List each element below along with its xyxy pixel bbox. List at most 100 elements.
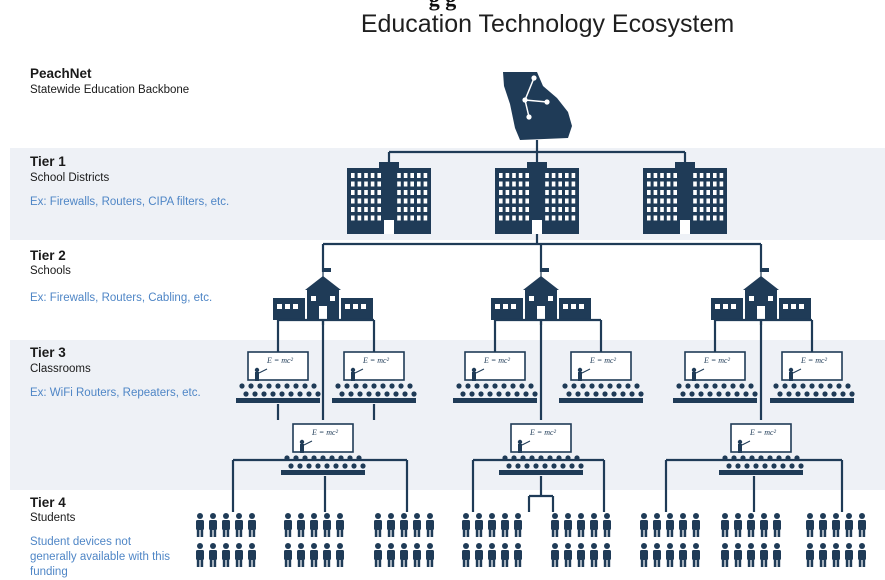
student-icon bbox=[666, 513, 674, 537]
student-icon bbox=[387, 513, 395, 537]
student-icon bbox=[323, 513, 331, 537]
svg-text:E = mc²: E = mc² bbox=[362, 356, 390, 365]
student-icon bbox=[721, 513, 729, 537]
tier2-example: Ex: Firewalls, Routers, Cabling, etc. bbox=[30, 292, 213, 304]
student-icon bbox=[196, 543, 204, 567]
student-icon bbox=[501, 513, 509, 537]
georgia-state-icon bbox=[503, 72, 572, 140]
student-icon bbox=[310, 513, 318, 537]
student-icon bbox=[336, 543, 344, 567]
student-icon bbox=[666, 543, 674, 567]
student-icon bbox=[488, 543, 496, 567]
tier4-example: Student devices not generally available … bbox=[30, 536, 170, 578]
student-icon bbox=[721, 543, 729, 567]
student-icon bbox=[845, 543, 853, 567]
student-icon bbox=[819, 543, 827, 567]
classroom-icon: E = mc² bbox=[719, 423, 804, 475]
student-icon bbox=[747, 513, 755, 537]
student-icon bbox=[248, 543, 256, 567]
svg-text:E = mc²: E = mc² bbox=[800, 356, 828, 365]
school-icon bbox=[711, 268, 811, 320]
student-icon bbox=[564, 513, 572, 537]
district-building-icon bbox=[643, 162, 727, 234]
student-icon bbox=[284, 543, 292, 567]
student-icon bbox=[734, 543, 742, 567]
student-icon bbox=[747, 543, 755, 567]
student-icon bbox=[297, 543, 305, 567]
student-icon bbox=[760, 543, 768, 567]
student-icon bbox=[323, 543, 331, 567]
tier4-name: Tier 4 bbox=[30, 495, 66, 510]
student-icon bbox=[692, 543, 700, 567]
student-icon bbox=[653, 513, 661, 537]
student-icon bbox=[564, 543, 572, 567]
svg-text:E = mc²: E = mc² bbox=[311, 428, 339, 437]
svg-text:E = mc²: E = mc² bbox=[589, 356, 617, 365]
svg-text:E = mc²: E = mc² bbox=[749, 428, 777, 437]
student-icon bbox=[551, 543, 559, 567]
tier2-subtitle: Schools bbox=[30, 265, 71, 277]
student-icon bbox=[235, 543, 243, 567]
student-icon bbox=[475, 543, 483, 567]
svg-text:E = mc²: E = mc² bbox=[266, 356, 294, 365]
diagram-title: Education Technology Ecosystem bbox=[360, 10, 735, 38]
student-icon bbox=[400, 513, 408, 537]
student-icon bbox=[514, 513, 522, 537]
student-icon bbox=[773, 513, 781, 537]
tier1-band bbox=[10, 148, 885, 240]
student-icon bbox=[640, 513, 648, 537]
student-icon bbox=[426, 543, 434, 567]
backbone-name: PeachNet bbox=[30, 66, 92, 81]
student-icon bbox=[845, 513, 853, 537]
student-icon bbox=[653, 543, 661, 567]
student-icon bbox=[310, 543, 318, 567]
student-icon bbox=[248, 513, 256, 537]
student-icon bbox=[501, 543, 509, 567]
cropped-top-title: g g bbox=[0, 0, 885, 12]
classroom-icon: E = mc² bbox=[453, 351, 538, 403]
student-icon bbox=[387, 543, 395, 567]
student-icon bbox=[235, 513, 243, 537]
student-icon bbox=[374, 513, 382, 537]
student-icon bbox=[858, 543, 866, 567]
student-icon bbox=[475, 513, 483, 537]
student-icon bbox=[374, 543, 382, 567]
student-icon bbox=[577, 543, 585, 567]
student-icon bbox=[679, 543, 687, 567]
student-icon bbox=[577, 513, 585, 537]
student-icon bbox=[603, 543, 611, 567]
student-icon bbox=[640, 543, 648, 567]
school-icon bbox=[273, 268, 373, 320]
classroom-icon: E = mc² bbox=[559, 351, 644, 403]
student-icon bbox=[819, 513, 827, 537]
tier1-example: Ex: Firewalls, Routers, CIPA filters, et… bbox=[30, 196, 230, 208]
tier1-subtitle: School Districts bbox=[30, 172, 110, 184]
student-icon bbox=[679, 513, 687, 537]
student-icon bbox=[832, 513, 840, 537]
tier4-subtitle: Students bbox=[30, 512, 76, 524]
student-icon bbox=[462, 543, 470, 567]
classroom-icon: E = mc² bbox=[499, 423, 584, 475]
svg-text:E = mc²: E = mc² bbox=[529, 428, 557, 437]
tier3-example: Ex: WiFi Routers, Repeaters, etc. bbox=[30, 387, 201, 399]
tier3-name: Tier 3 bbox=[30, 345, 66, 360]
student-icon bbox=[209, 543, 217, 567]
svg-text:E = mc²: E = mc² bbox=[483, 356, 511, 365]
tier2-name: Tier 2 bbox=[30, 248, 66, 263]
student-icon bbox=[734, 513, 742, 537]
svg-text:E = mc²: E = mc² bbox=[703, 356, 731, 365]
classroom-icon: E = mc² bbox=[236, 351, 321, 403]
student-icon bbox=[551, 513, 559, 537]
backbone-subtitle: Statewide Education Backbone bbox=[30, 84, 190, 96]
student-icon bbox=[514, 543, 522, 567]
student-icon bbox=[832, 543, 840, 567]
student-icon bbox=[413, 513, 421, 537]
student-icon bbox=[413, 543, 421, 567]
student-icon bbox=[590, 543, 598, 567]
student-icon bbox=[806, 513, 814, 537]
student-icon bbox=[336, 513, 344, 537]
district-building-icon bbox=[495, 162, 579, 234]
student-icon bbox=[297, 513, 305, 537]
student-icon bbox=[196, 513, 204, 537]
